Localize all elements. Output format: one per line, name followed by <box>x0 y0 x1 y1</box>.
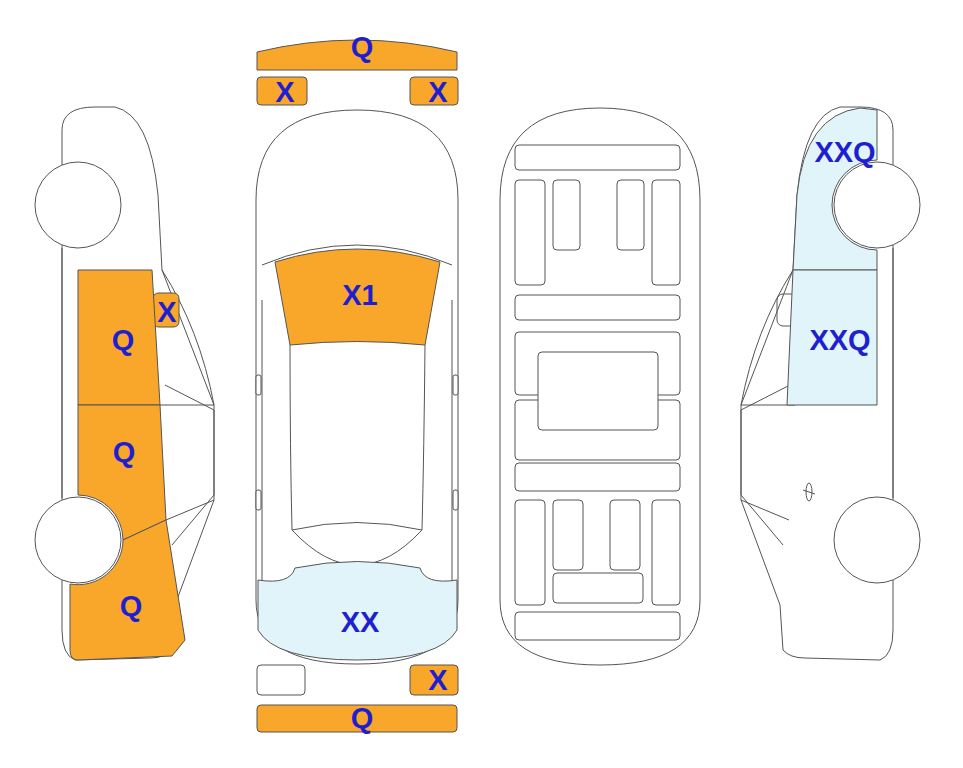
panel-outline <box>78 405 166 540</box>
front-bumper: Q <box>257 34 457 71</box>
front-left-corner: X <box>257 77 307 105</box>
rear-right-corner: X <box>410 665 458 695</box>
panel-shape <box>793 108 877 270</box>
panel-shape <box>153 293 179 327</box>
right-side-view <box>741 107 920 660</box>
damage-code: X <box>428 78 447 107</box>
panel-shape <box>787 270 877 405</box>
right-front-fender: XXQ <box>793 105 877 270</box>
underbody-view <box>500 108 700 665</box>
damage-code: X1 <box>342 281 377 310</box>
left-mirror: X <box>153 293 179 327</box>
front-right-corner: X <box>410 77 458 105</box>
windshield: X1 <box>275 235 440 347</box>
left-rear-door: Q <box>78 405 166 540</box>
damage-code: XXQ <box>809 326 870 355</box>
left-front-door: Q <box>78 270 162 405</box>
damage-code: XXQ <box>814 138 875 167</box>
damage-code: X <box>275 78 294 107</box>
right-front-door: XXQ <box>787 270 877 405</box>
left-rear-quarter: Q <box>70 520 185 660</box>
top-view <box>256 110 458 695</box>
damage-code: X <box>157 298 176 327</box>
panel-shape <box>275 249 440 345</box>
rear-window: XX <box>258 555 457 660</box>
left-side-view <box>35 107 214 660</box>
panel-shape <box>78 270 160 405</box>
panel-outline <box>70 520 185 660</box>
damage-code: Q <box>112 326 135 355</box>
panel-shape <box>78 405 166 540</box>
panel-shape <box>410 665 458 695</box>
damage-code: Q <box>113 438 136 467</box>
panel-shape <box>70 520 185 660</box>
panel-outline <box>793 105 877 270</box>
damage-code: Q <box>351 704 374 733</box>
damage-code: X <box>428 666 447 695</box>
damage-code: Q <box>351 33 374 62</box>
rear-bumper: Q <box>257 705 457 732</box>
damage-code: Q <box>120 592 143 621</box>
panel-shape <box>258 562 457 661</box>
damage-code: XX <box>341 608 380 637</box>
